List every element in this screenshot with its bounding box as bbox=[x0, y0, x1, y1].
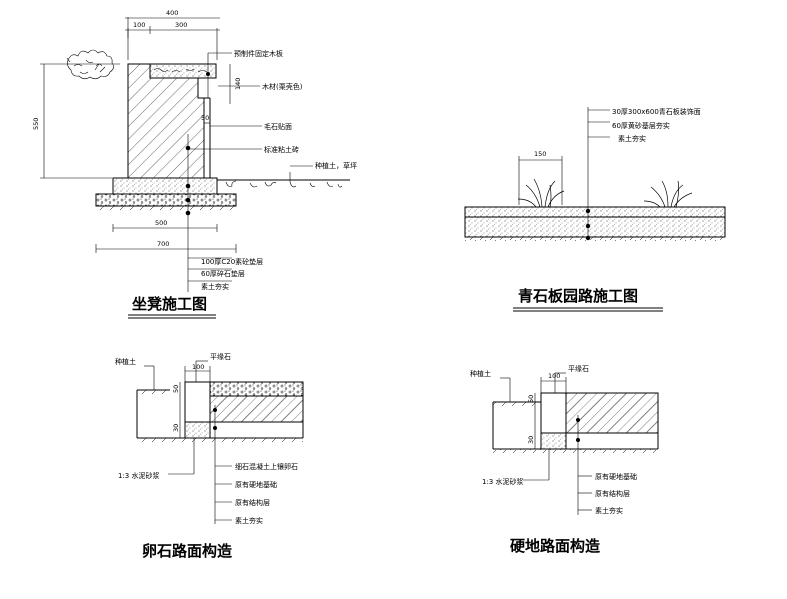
hard-dim-h2: 30 bbox=[527, 436, 535, 444]
grass-icon-left bbox=[517, 178, 565, 208]
hard-dim-w: 100 bbox=[548, 372, 560, 380]
slate-layer-soil: 素土夯实 bbox=[618, 134, 646, 143]
hard-dim-h1: 50 bbox=[527, 395, 535, 403]
slate-title: 青石板园路施工图 bbox=[518, 287, 638, 305]
shrub-icon bbox=[66, 49, 114, 80]
hard-surface-detail: 种植土 平缘石 100 50 30 1:3 水泥砂浆 原有硬地基础 原有结构层 bbox=[470, 364, 659, 555]
hard-layer-2: 原有结构层 bbox=[595, 489, 630, 498]
slate-path-detail: 30厚300x600青石板装饰面 60厚黄砂基层夯实 素土夯实 150 青石板园… bbox=[464, 107, 726, 312]
pebble-layer-1: 细石混凝土上镶卵石 bbox=[235, 462, 298, 471]
pebble-title: 卵石路面构造 bbox=[142, 542, 232, 560]
slate-stone-layer bbox=[464, 206, 726, 218]
pebble-surface bbox=[209, 381, 304, 397]
concrete-base bbox=[112, 177, 218, 195]
dim-base-inner: 500 bbox=[155, 219, 167, 227]
callout-planting-soil: 种植土，草坪 bbox=[315, 161, 357, 170]
layer-soil: 素土夯实 bbox=[201, 282, 229, 291]
hard-callout-curb: 平缘石 bbox=[568, 364, 589, 373]
pebble-mortar: 1:3 水泥砂浆 bbox=[118, 471, 160, 480]
pebble-layer-3: 原有结构层 bbox=[235, 498, 270, 507]
pebble-callout-soil: 种植土 bbox=[115, 357, 136, 366]
dim-height: 550 bbox=[32, 118, 40, 130]
wood-seat bbox=[149, 63, 217, 79]
slate-sand-layer bbox=[464, 216, 726, 238]
slate-layer-sand: 60厚黄砂基层夯实 bbox=[612, 121, 670, 130]
slate-layer-stone: 30厚300x600青石板装饰面 bbox=[612, 107, 701, 116]
pebble-callout-curb: 平缘石 bbox=[210, 352, 231, 361]
hard-base bbox=[565, 392, 659, 434]
pebble-dim-h1: 50 bbox=[172, 385, 180, 393]
pebble-base bbox=[209, 395, 304, 423]
dim-top-b: 300 bbox=[175, 21, 187, 29]
dim-top-total: 400 bbox=[166, 9, 178, 17]
callout-wood: 木材(栗壳色) bbox=[262, 82, 303, 91]
pebble-dim-h2: 30 bbox=[172, 424, 180, 432]
pebble-detail: 种植土 平缘石 100 50 30 1:3 水泥砂浆 细 bbox=[115, 352, 304, 560]
callout-brick: 标准粘土砖 bbox=[264, 145, 299, 154]
callout-stone-facing: 毛石贴面 bbox=[264, 122, 292, 131]
slate-dim-width: 150 bbox=[534, 150, 546, 158]
pebble-curb-stone bbox=[184, 381, 211, 423]
bench-body bbox=[127, 63, 205, 179]
pebble-layer-2: 原有硬地基础 bbox=[235, 480, 277, 489]
hard-callout-soil: 种植土 bbox=[470, 369, 491, 378]
pebble-layer-4: 素土夯实 bbox=[235, 516, 263, 525]
dim-base-total: 700 bbox=[157, 240, 169, 248]
soil-layer bbox=[96, 206, 236, 210]
hard-layer-3: 素土夯实 bbox=[595, 506, 623, 515]
grass-icon-right bbox=[643, 180, 693, 208]
callout-fixed-board: 预制件固定木板 bbox=[234, 49, 283, 58]
dim-top-a: 100 bbox=[133, 21, 145, 29]
bench-detail: 400 100 300 550 bbox=[32, 9, 357, 319]
grass-icon bbox=[225, 180, 343, 188]
gravel-layer bbox=[95, 193, 237, 207]
hard-curb-stone bbox=[540, 392, 567, 434]
pebble-dim-w: 100 bbox=[192, 363, 204, 371]
hard-mortar: 1:3 水泥砂浆 bbox=[482, 477, 524, 486]
hard-title: 硬地路面构造 bbox=[510, 537, 600, 555]
layer-concrete: 100厚C20素砼垫层 bbox=[201, 257, 263, 266]
bench-title: 坐凳施工图 bbox=[132, 295, 207, 313]
layer-gravel: 60厚碎石垫层 bbox=[201, 269, 245, 278]
dim-stone: 50 bbox=[201, 114, 209, 122]
dim-wood: 140 bbox=[234, 78, 242, 90]
hard-layer-1: 原有硬地基础 bbox=[595, 472, 637, 481]
